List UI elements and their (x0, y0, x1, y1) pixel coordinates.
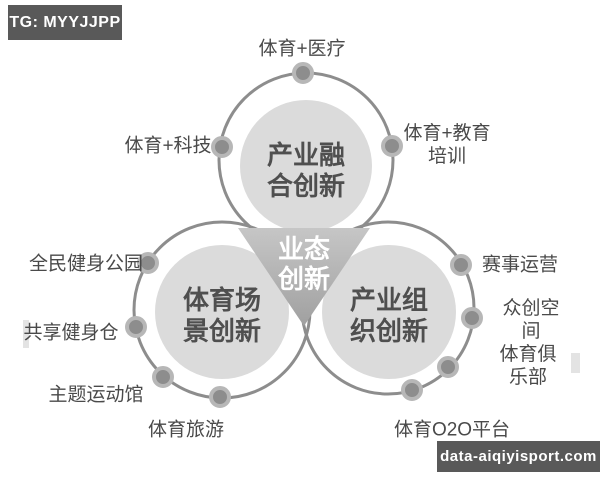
dot-fitness-park (137, 252, 159, 274)
dot-theme-stadium (152, 366, 174, 388)
watermark-badge-bottom-right: data-aiqiyisport.com (437, 441, 600, 472)
dot-sports-education (381, 135, 403, 157)
satellite-label-sports-medical: 体育+医疗 (258, 38, 346, 60)
satellite-label-fitness-park: 全民健身公园 (28, 253, 144, 275)
dot-sports-tech (211, 136, 233, 158)
center-triangle-title: 业态 创新 (277, 234, 331, 294)
watermark-badge-top-left: TG: MYYJJPP (8, 5, 122, 40)
watermark-artifact-left (23, 320, 29, 348)
satellite-label-theme-stadium: 主题运动馆 (48, 384, 144, 406)
inner-circle-sports-scene (155, 245, 289, 379)
satellite-label-sports-tourism: 体育旅游 (147, 419, 225, 441)
circle-title-industry-organization: 产业组 织创新 (349, 285, 429, 346)
dot-shared-gym (125, 316, 147, 338)
dot-sports-club (437, 356, 459, 378)
inner-circle-industry-integration (240, 100, 372, 232)
dot-sports-tourism (209, 386, 231, 408)
satellite-label-maker-space: 众创空间 (502, 298, 560, 342)
watermark-artifact-right (571, 353, 580, 373)
dot-maker-space (461, 307, 483, 329)
satellite-label-sports-education: 体育+教育 培训 (403, 123, 491, 167)
circle-title-sports-scene: 体育场 景创新 (182, 285, 262, 346)
dot-sports-o2o (401, 379, 423, 401)
connector-dots (125, 62, 483, 408)
satellite-label-sports-o2o: 体育O2O平台 (393, 419, 511, 441)
inner-circle-industry-organization (322, 245, 456, 379)
dot-event-operation (450, 254, 472, 276)
satellite-label-sports-club: 体育俱乐部 (499, 344, 557, 388)
center-triangle (238, 228, 370, 326)
dot-sports-medical (292, 62, 314, 84)
satellite-label-event-operation: 赛事运营 (481, 254, 559, 276)
circle-title-industry-integration: 产业融 合创新 (266, 140, 346, 201)
satellite-label-sports-tech: 体育+科技 (124, 135, 212, 157)
satellite-label-shared-gym: 共享健身仓 (23, 322, 119, 344)
